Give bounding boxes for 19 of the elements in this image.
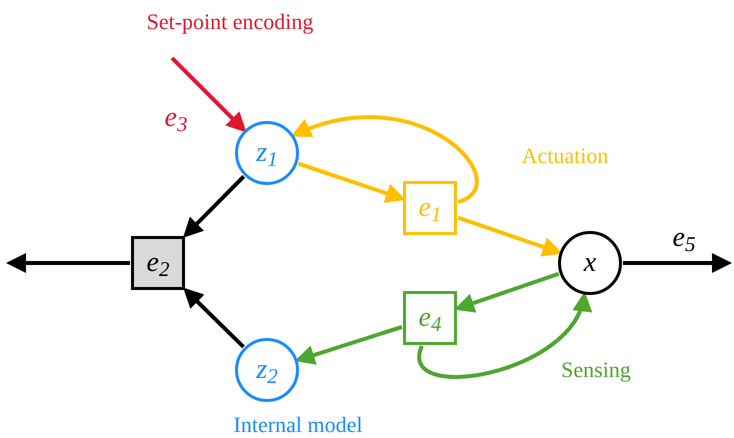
node-label: z$_{1}$ bbox=[256, 139, 278, 167]
arrow bbox=[183, 288, 245, 348]
node-label: z$_{2}$ bbox=[256, 356, 278, 384]
node-label: x bbox=[584, 249, 596, 277]
annotation-text: Internal model bbox=[234, 414, 362, 436]
node-label: e$_{1}$ bbox=[418, 194, 442, 222]
arrow bbox=[6, 253, 130, 273]
process-box bbox=[403, 291, 457, 345]
process-box bbox=[403, 181, 457, 235]
node-label: e$_{4}$ bbox=[418, 304, 442, 332]
arrow bbox=[170, 56, 246, 132]
arrow bbox=[623, 253, 732, 273]
annotation-text: Set-point encoding bbox=[146, 11, 314, 33]
node-label: e$_{2}$ bbox=[146, 249, 170, 277]
annotation-text: Sensing bbox=[561, 359, 631, 381]
process-box bbox=[131, 236, 185, 290]
arrow bbox=[290, 116, 478, 204]
annotation-text: Actuation bbox=[522, 145, 608, 167]
arrow bbox=[182, 175, 246, 238]
